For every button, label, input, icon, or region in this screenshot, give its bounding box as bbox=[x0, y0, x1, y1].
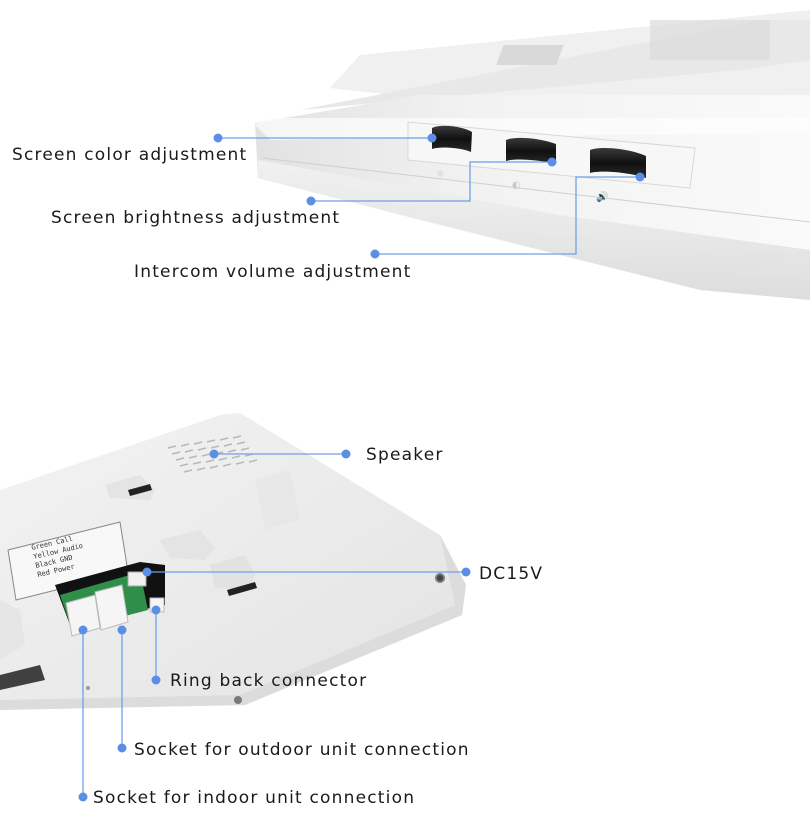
color-wheel-mark: ☼ bbox=[436, 169, 445, 180]
label-indoor-socket: Socket for indoor unit connection bbox=[93, 788, 415, 808]
callout-dot-speaker bbox=[341, 449, 351, 459]
grille-slot bbox=[218, 457, 228, 461]
callout-dot-indoor-socket bbox=[78, 792, 88, 802]
callout-dot-dc bbox=[461, 567, 471, 577]
grille-slot bbox=[183, 469, 193, 473]
grille-slot bbox=[179, 463, 189, 467]
top-device-view: ☼ ◐ 🔊 bbox=[255, 10, 810, 300]
grille-slot bbox=[219, 437, 229, 441]
grille-slot bbox=[171, 451, 181, 455]
brightness-wheel-mark: ◐ bbox=[512, 180, 521, 191]
callout-dot-speaker bbox=[209, 449, 219, 459]
callout-dot-indoor-socket bbox=[78, 625, 88, 635]
grille-slot bbox=[227, 449, 237, 453]
label-intercom-volume: Intercom volume adjustment bbox=[134, 262, 412, 282]
grille-slot bbox=[240, 447, 250, 451]
grille-slot bbox=[175, 457, 185, 461]
brightness-wheel[interactable] bbox=[506, 137, 556, 164]
label-ring-back: Ring back connector bbox=[170, 671, 367, 691]
callout-dot-ring-back bbox=[151, 605, 161, 615]
volume-wheel[interactable] bbox=[590, 148, 646, 178]
callout-line-intercom-volume bbox=[375, 176, 640, 255]
grille-slot bbox=[205, 459, 215, 463]
callout-lines bbox=[78, 133, 645, 802]
grille-slot bbox=[201, 453, 211, 457]
callout-labels: Screen color adjustment Screen brightnes… bbox=[12, 145, 543, 808]
grille-slot bbox=[188, 455, 198, 459]
grille-slot bbox=[223, 443, 233, 447]
color-wheel[interactable] bbox=[432, 125, 472, 152]
grille-slot bbox=[180, 443, 190, 447]
callout-dot-screen-brightness bbox=[306, 196, 316, 206]
volume-wheel-mark: 🔊 bbox=[596, 190, 608, 203]
grille-slot bbox=[210, 445, 220, 449]
grille-slot bbox=[184, 449, 194, 453]
grille-slot bbox=[196, 467, 206, 471]
grille-slot bbox=[193, 441, 203, 445]
callout-dot-dc bbox=[142, 567, 152, 577]
grille-slot bbox=[248, 459, 258, 463]
callout-dot-outdoor-socket bbox=[117, 743, 127, 753]
callout-dot-outdoor-socket bbox=[117, 625, 127, 635]
label-dc: DC15V bbox=[479, 564, 543, 584]
dc-jack[interactable] bbox=[127, 571, 147, 587]
outdoor-socket[interactable] bbox=[94, 584, 129, 631]
callout-dot-screen-color bbox=[213, 133, 223, 143]
grille-slot bbox=[232, 435, 242, 439]
callout-dot-screen-brightness bbox=[547, 157, 557, 167]
grille-slot bbox=[167, 445, 177, 449]
grille-slot bbox=[209, 465, 219, 469]
grille-slot bbox=[235, 461, 245, 465]
grille-slot bbox=[206, 439, 216, 443]
grille-slot bbox=[197, 447, 207, 451]
callout-dot-intercom-volume bbox=[370, 249, 380, 259]
grille-slot bbox=[236, 441, 246, 445]
pcb-board bbox=[55, 562, 165, 637]
grille-slot bbox=[222, 463, 232, 467]
callout-line-screen-brightness bbox=[311, 161, 552, 202]
indoor-socket[interactable] bbox=[65, 594, 101, 637]
label-screen-color: Screen color adjustment bbox=[12, 145, 247, 165]
callout-dot-intercom-volume bbox=[635, 172, 645, 182]
callout-dot-ring-back bbox=[151, 675, 161, 685]
grille-slot bbox=[192, 461, 202, 465]
label-speaker: Speaker bbox=[366, 445, 444, 465]
grille-slot bbox=[231, 455, 241, 459]
label-screen-brightness: Screen brightness adjustment bbox=[51, 208, 340, 228]
label-outdoor-socket: Socket for outdoor unit connection bbox=[134, 740, 470, 760]
callout-dot-screen-color bbox=[427, 133, 437, 143]
